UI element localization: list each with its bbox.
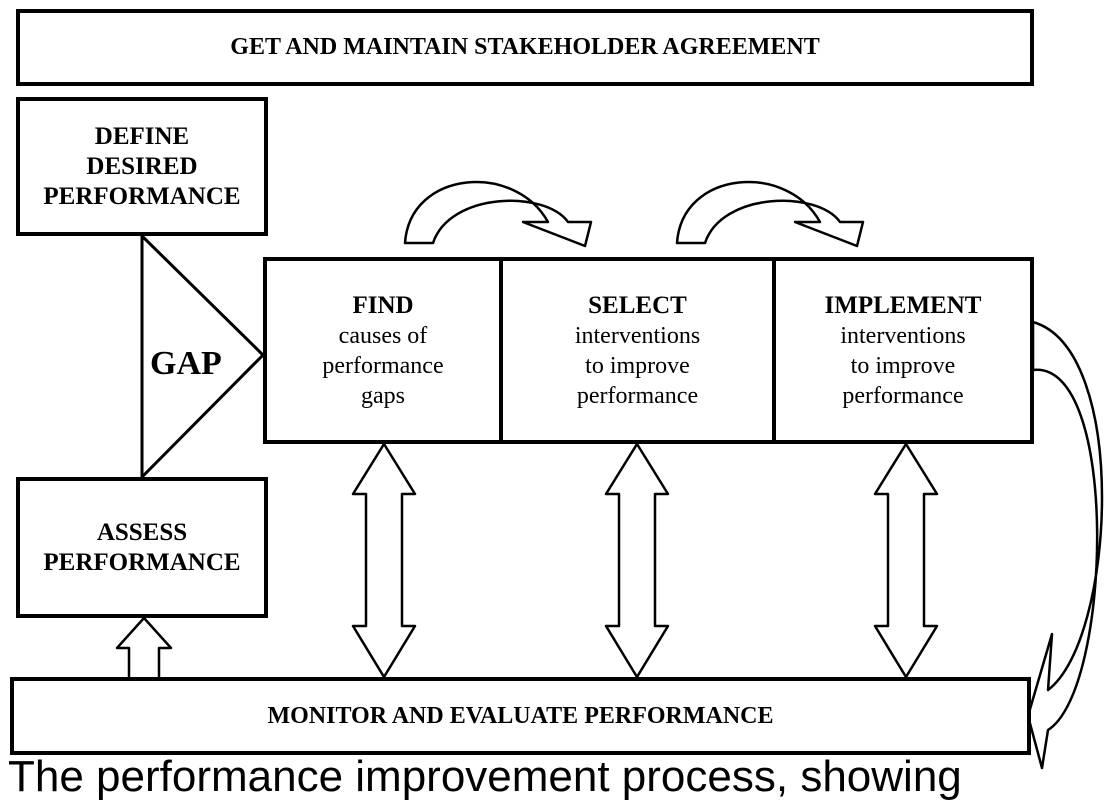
implement-line-3: performance [842,382,964,409]
implement-line-2: to improve [850,352,956,379]
define-line-2: DESIRED [86,152,198,180]
assess-line-2: PERFORMANCE [43,548,241,576]
select-line-3: performance [576,382,699,409]
implement-box: IMPLEMENT interventions to improve perfo… [772,257,1034,444]
double-arrow-select-monitor [604,442,670,679]
double-arrow-implement-monitor [873,442,939,679]
find-line-2: performance [322,352,444,379]
stakeholder-agreement-label: GET AND MAINTAIN STAKEHOLDER AGREEMENT [230,34,820,60]
monitor-evaluate-banner: MONITOR AND EVALUATE PERFORMANCE [10,677,1031,755]
monitor-evaluate-label: MONITOR AND EVALUATE PERFORMANCE [267,702,774,729]
define-desired-performance-box: DEFINE DESIRED PERFORMANCE [16,97,268,236]
select-line-1: interventions [574,322,701,349]
implement-line-1: interventions [840,322,966,349]
find-line-3: gaps [361,382,405,409]
find-line-1: causes of [338,322,428,349]
assess-line-1: ASSESS [96,518,188,546]
find-title: FIND [352,291,414,319]
stakeholder-agreement-banner: GET AND MAINTAIN STAKEHOLDER AGREEMENT [16,9,1034,86]
implement-title: IMPLEMENT [824,291,982,319]
curved-arrow-find-to-select [403,180,593,248]
double-arrow-find-monitor [351,442,417,679]
select-box: SELECT interventions to improve performa… [499,257,776,444]
gap-label: GAP [150,345,222,382]
curved-arrow-select-to-implement [675,180,865,248]
define-line-1: DEFINE [94,122,190,150]
up-arrow-monitor-to-assess [115,616,173,681]
assess-performance-box: ASSESS PERFORMANCE [16,477,268,618]
define-line-3: PERFORMANCE [43,182,241,210]
find-box: FIND causes of performance gaps [263,257,503,444]
select-title: SELECT [588,291,687,319]
figure-caption: The performance improvement process, sho… [8,752,962,801]
return-arrow-implement-to-monitor [1026,320,1104,770]
gap-triangle [140,232,266,481]
select-line-2: to improve [585,352,690,379]
